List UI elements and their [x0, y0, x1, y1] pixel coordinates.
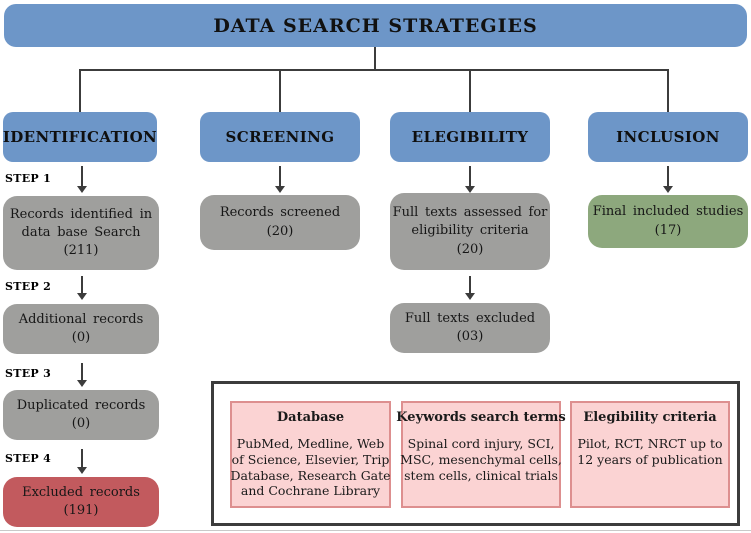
box-line: eligibility criteria: [411, 223, 529, 239]
step-1-label: STEP 1: [5, 172, 52, 185]
connector-title-stem: [374, 47, 376, 70]
connector-drop-inclusion: [667, 69, 669, 112]
box-fulltexts-excluded: Full texts excluded (03): [390, 303, 550, 353]
down-arrow-icon: [76, 449, 88, 474]
box-records-screened: Records screened (20): [200, 195, 360, 250]
down-arrow-icon: [76, 363, 88, 387]
legend-box-eligibility-criteria: Elegibility criteria Pilot, RCT, NRCT up…: [570, 401, 730, 508]
down-arrow-icon: [464, 276, 476, 300]
box-line: Duplicated records: [16, 397, 146, 413]
box-final-included: Final included studies (17): [588, 195, 748, 248]
box-line: data base Search: [21, 224, 141, 240]
box-line: Full texts excluded: [404, 310, 536, 326]
legend-line: Database, Research Gate: [230, 467, 391, 483]
legend-line: stem cells, clinical trials: [404, 467, 558, 483]
step-4-label: STEP 4: [5, 452, 52, 465]
box-count: (0): [71, 416, 91, 431]
legend-heading-keywords: Keywords search terms: [396, 410, 566, 425]
down-arrow-icon: [464, 166, 476, 193]
box-count: (211): [63, 243, 99, 259]
down-arrow-icon: [662, 166, 674, 193]
box-line: Records identified in: [9, 206, 153, 222]
step-2-label: STEP 2: [5, 280, 52, 293]
legend-line: PubMed, Medline, Web: [236, 436, 385, 451]
connector-drop-identification: [79, 69, 81, 112]
down-arrow-icon: [76, 276, 88, 300]
header-elegibility: ELEGIBILITY: [390, 112, 550, 162]
header-screening: SCREENING: [200, 112, 360, 162]
header-inclusion-label: INCLUSION: [616, 128, 720, 146]
box-additional-records: Additional records (0): [3, 304, 159, 354]
legend-line: Pilot, RCT, NRCT up to: [577, 436, 723, 451]
legend-line: Spinal cord injury, SCI,: [407, 436, 555, 451]
box-fulltexts-assessed: Full texts assessed for eligibility crit…: [390, 193, 550, 270]
header-elegibility-label: ELEGIBILITY: [411, 128, 529, 146]
legend-line: MSC, mesenchymal cells,: [400, 451, 562, 467]
connector-drop-elegibility: [469, 69, 471, 112]
header-identification-label: IDENTIFICATION: [2, 128, 158, 146]
box-records-identified: Records identified in data base Search (…: [3, 196, 159, 270]
box-line: Records screened: [219, 205, 341, 221]
connector-drop-screening: [279, 69, 281, 112]
box-line: Final included studies: [592, 204, 744, 220]
header-screening-label: SCREENING: [225, 128, 335, 146]
box-excluded-records: Excluded records (191): [3, 477, 159, 527]
legend-line: of Science, Elsevier, Trip: [231, 451, 390, 467]
box-line: Full texts assessed for: [392, 205, 548, 221]
title-box: DATA SEARCH STRATEGIES: [4, 4, 747, 47]
bottom-rule: [0, 530, 751, 531]
box-count: (0): [71, 330, 91, 345]
box-count: (191): [63, 503, 99, 518]
box-line: Additional records: [18, 311, 144, 327]
step-3-label: STEP 3: [5, 367, 52, 380]
legend-heading-database: Database: [276, 410, 345, 425]
box-count: (20): [456, 241, 484, 257]
header-identification: IDENTIFICATION: [3, 112, 157, 162]
box-line: Excluded records: [22, 484, 140, 500]
box-count: (17): [654, 222, 682, 238]
box-count: (03): [456, 329, 484, 344]
down-arrow-icon: [274, 166, 286, 193]
box-duplicated-records: Duplicated records (0): [3, 390, 159, 440]
legend-line: and Cochrane Library: [240, 483, 381, 499]
legend-heading-eligibility-criteria: Elegibility criteria: [583, 410, 717, 425]
diagram-title: DATA SEARCH STRATEGIES: [213, 14, 538, 37]
box-count: (20): [266, 223, 294, 239]
legend-box-keywords: Keywords search terms Spinal cord injury…: [396, 401, 566, 508]
down-arrow-icon: [76, 166, 88, 193]
header-inclusion: INCLUSION: [588, 112, 748, 162]
connector-horizontal: [79, 69, 669, 71]
legend-box-database: Database PubMed, Medline, Web of Science…: [230, 401, 391, 508]
legend-line: 12 years of publication: [577, 451, 723, 467]
